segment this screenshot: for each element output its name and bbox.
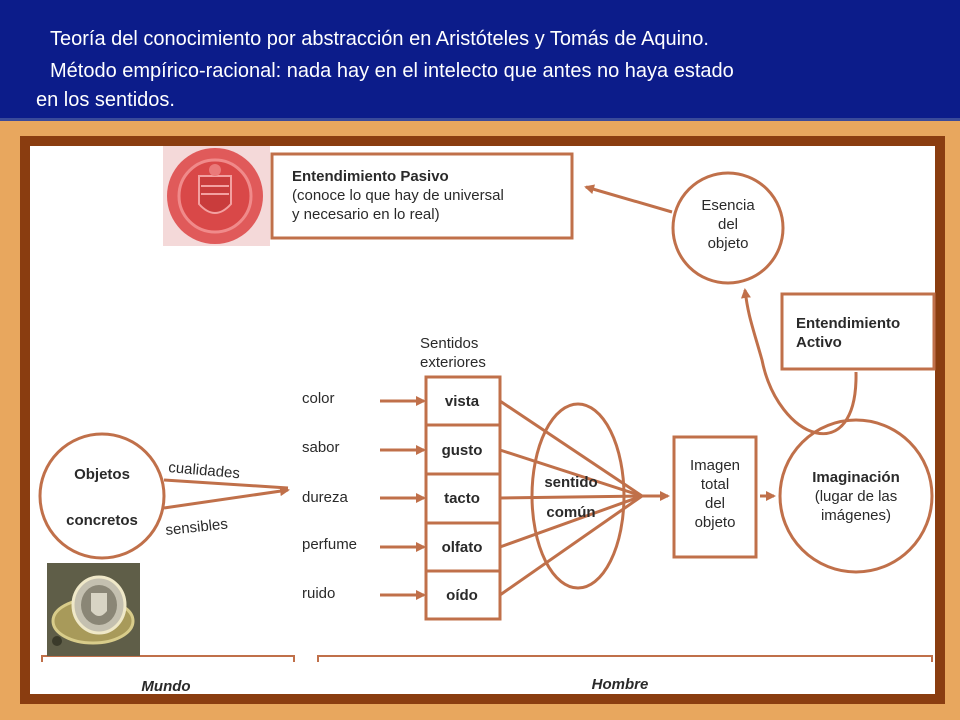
imagen-box (672, 435, 758, 559)
quality-dureza: dureza (302, 489, 349, 506)
converge-tacto (499, 494, 643, 500)
mundo-brace (41, 655, 295, 662)
sentidos-l2: exteriores (420, 354, 486, 371)
entendimiento-pasivo-box (270, 152, 574, 240)
quality-sabor: sabor (302, 439, 340, 456)
sentido-comun-l1: sentido (544, 474, 597, 491)
signet-ring-image (47, 563, 140, 656)
sense-tacto: tacto (444, 490, 480, 507)
objetos-l2: concretos (66, 512, 138, 529)
sensibles-label: sensibles (165, 516, 229, 539)
objetos-circle (38, 432, 166, 560)
mundo-label: Mundo (141, 678, 190, 695)
entendimiento-activo-box (780, 292, 936, 371)
esencia-l3: objeto (708, 235, 749, 252)
esencia-l1: Esencia (701, 197, 755, 214)
imaginacion-circle (778, 418, 934, 574)
arrow-cualidades-bottom (163, 486, 290, 510)
imaginacion-l1: Imaginación (812, 469, 900, 486)
pasivo-title: Entendimiento Pasivo (292, 168, 449, 185)
sense-vista: vista (445, 393, 480, 410)
converge-olfato (499, 494, 643, 549)
sense-olfato: olfato (442, 539, 483, 556)
header-line-2: Método empírico-racional: nada hay en el… (50, 60, 734, 82)
quality-color: color (302, 390, 335, 407)
esencia-circle (671, 171, 785, 285)
arrow-cualidades-top (163, 478, 289, 490)
converge-oido (499, 494, 643, 597)
sentidos-l1: Sentidos (420, 335, 478, 352)
sense-oido: oído (446, 587, 478, 604)
activo-l2: Activo (796, 334, 842, 351)
wax-seal-image (163, 146, 270, 246)
objetos-l1: Objetos (74, 466, 130, 483)
sense-gusto: gusto (442, 442, 483, 459)
imagen-l2: total (701, 476, 729, 493)
title-banner: Teoría del conocimiento por abstracción … (0, 0, 960, 121)
quality-ruido: ruido (302, 585, 335, 602)
hombre-brace (317, 655, 933, 662)
arrow-imaginacion-to-esencia (740, 288, 858, 435)
pasivo-line2: y necesario en lo real) (292, 206, 440, 223)
header-line-1: Teoría del conocimiento por abstracción … (50, 28, 709, 50)
pasivo-line1: (conoce lo que hay de universal (292, 187, 504, 204)
cualidades-label: cualidades (168, 459, 241, 482)
esencia-l2: del (718, 216, 738, 233)
sentido-comun-l2: común (546, 504, 595, 521)
imagen-l4: objeto (695, 514, 736, 531)
imagen-l1: Imagen (690, 457, 740, 474)
imagen-l3: del (705, 495, 725, 512)
imaginacion-l3: imágenes) (821, 507, 891, 524)
quality-perfume: perfume (302, 536, 357, 553)
converge-gusto (499, 448, 643, 498)
imaginacion-l2: (lugar de las (815, 488, 898, 505)
header-line-3: en los sentidos. (36, 89, 175, 111)
hombre-label: Hombre (592, 676, 649, 693)
converge-vista (499, 399, 643, 498)
arrow-esencia-to-pasivo (584, 184, 673, 214)
activo-l1: Entendimiento (796, 315, 900, 332)
